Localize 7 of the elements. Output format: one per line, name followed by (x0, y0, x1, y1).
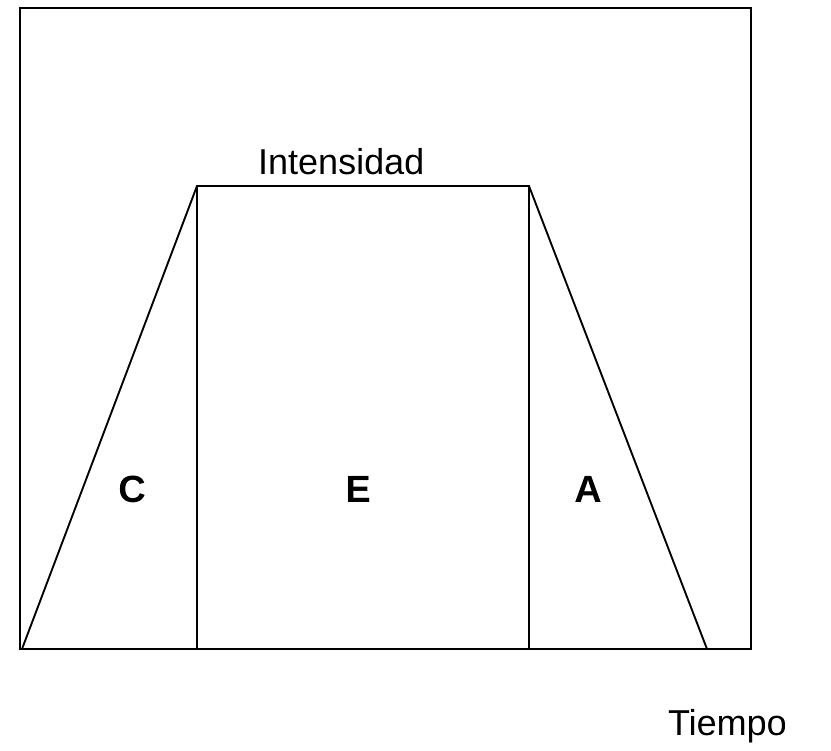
axis-title: Intensidad (258, 144, 424, 180)
region-letter: A (574, 471, 602, 509)
triangle-region (22, 186, 197, 649)
region-letter: C (118, 471, 146, 509)
triangle-region (529, 186, 707, 649)
region-letter: E (345, 471, 371, 509)
axis-title: Tiempo (668, 705, 787, 741)
